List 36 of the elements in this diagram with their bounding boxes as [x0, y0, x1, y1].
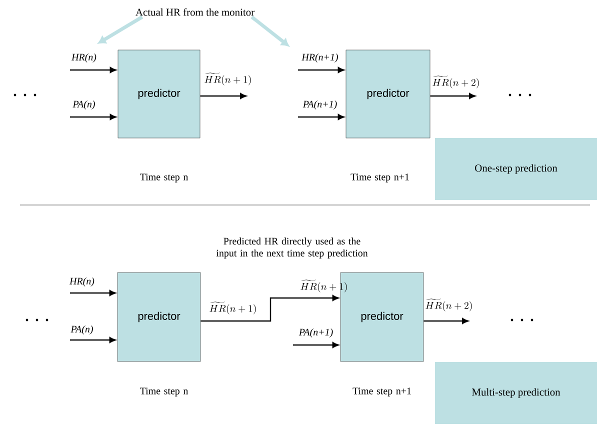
step-label: Time step n — [140, 388, 188, 396]
edge-label: HR(n+1) — [302, 53, 338, 63]
arrow — [70, 337, 116, 343]
arrow — [293, 342, 339, 348]
arrow — [70, 67, 116, 73]
arrow — [430, 93, 476, 99]
arrow — [298, 67, 344, 73]
predictor-box: predictor — [346, 50, 430, 138]
arrow — [424, 318, 468, 324]
arrow — [70, 114, 116, 120]
edge-label: $\widetilde{HR}(n+1)$ — [204, 72, 251, 86]
arrow — [200, 295, 339, 322]
edge-label: $\widetilde{HR}(n+1)$ — [210, 302, 256, 314]
arrow — [70, 290, 116, 296]
predictor-box: predictor — [117, 272, 201, 362]
callout-arrow — [250, 16, 289, 46]
step-label: Time step n — [140, 174, 188, 182]
step-label: Time step n+1 — [350, 174, 409, 182]
edge-label: $\widetilde{HR}(n+2)$ — [432, 76, 479, 88]
edge-label: HR(n) — [69, 277, 94, 287]
note-text: Predicted HR directly used as the input in the next time step prediction — [216, 238, 368, 258]
arrow — [200, 93, 246, 99]
callout-arrow — [98, 15, 144, 44]
signal-label: $\widetilde{HR}(n+1)$ — [300, 280, 347, 292]
mode-panel: Multi-step prediction — [435, 362, 597, 424]
edge-label: PA(n) — [70, 325, 93, 335]
edge-label: HR(n) — [71, 53, 96, 63]
callout-text: Actual HR from the monitor — [136, 8, 254, 16]
mode-panel: One-step prediction — [435, 138, 597, 200]
edge-label: PA(n) — [72, 100, 95, 110]
edge-label: PA(n+1) — [302, 100, 337, 110]
edge-label: PA(n+1) — [298, 328, 333, 338]
step-label: Time step n+1 — [352, 388, 411, 396]
edge-label: $\widetilde{HR}(n+2)$ — [426, 298, 472, 312]
arrow — [298, 114, 344, 120]
predictor-box: predictor — [118, 50, 200, 138]
